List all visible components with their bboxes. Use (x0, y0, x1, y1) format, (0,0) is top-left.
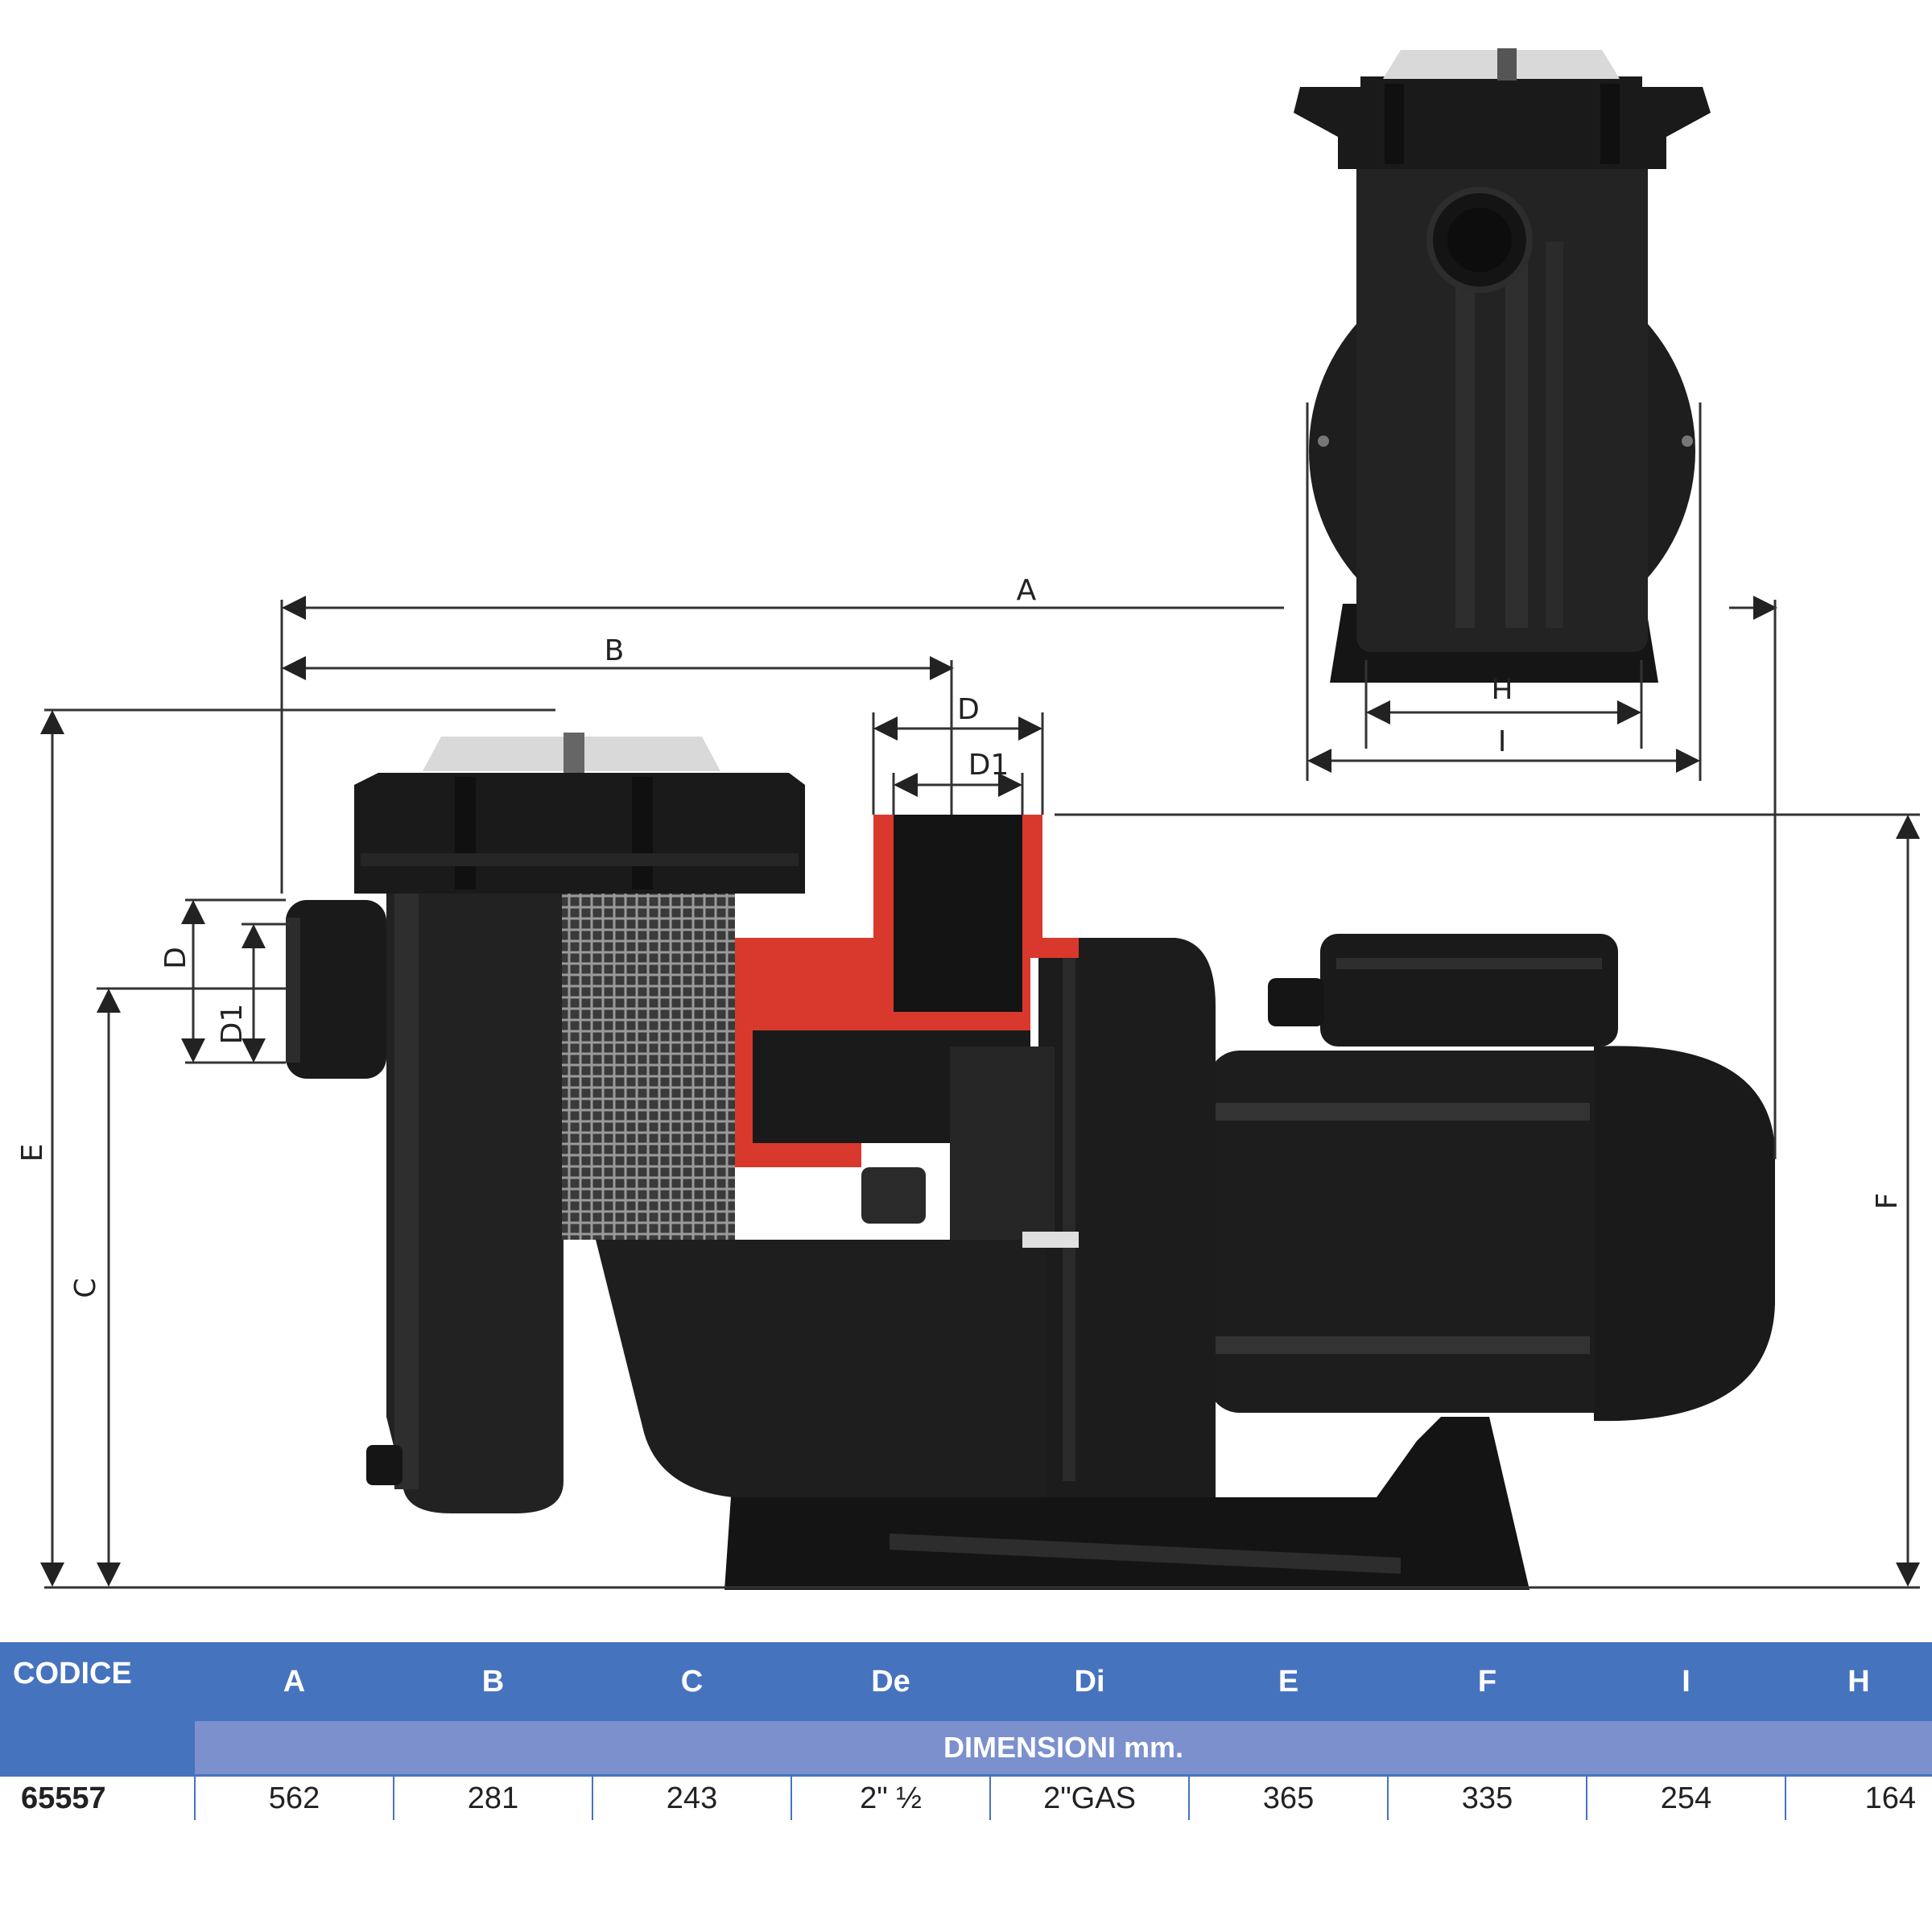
dimensions-table: CODICE A B C De Di E F I H DIMENSIONI mm… (0, 1642, 1932, 1820)
front-dimensions (1306, 402, 1702, 781)
value-Di: 2"GAS (989, 1774, 1189, 1820)
motor-end-cap (1594, 1046, 1775, 1422)
col-header-Di: Di (990, 1642, 1189, 1721)
front-lid-ring (1294, 76, 1711, 169)
pump-dimension-drawing: H I (16, 48, 1920, 1590)
value-H: 164 (1785, 1774, 1932, 1820)
lid-ring (354, 773, 805, 894)
table-header-row: CODICE A B C De Di E F I H (0, 1642, 1932, 1776)
table-row: 65557 562 281 243 2" ½ 2"GAS 365 335 254… (0, 1774, 1932, 1820)
value-F: 335 (1387, 1774, 1587, 1820)
dimensions-subheader: DIMENSIONI mm. (195, 1721, 1932, 1776)
dim-label-H: H (1491, 671, 1513, 704)
dim-label-D1-top: D1 (968, 749, 1009, 782)
dim-label-B: B (605, 634, 625, 667)
drain-plug (366, 1445, 402, 1485)
value-C: 243 (592, 1774, 791, 1820)
col-header-H: H (1785, 1642, 1932, 1721)
side-view (286, 733, 1775, 1590)
strainer-basket (562, 894, 735, 1240)
value-B: 281 (393, 1774, 592, 1820)
front-strainer-body (1356, 153, 1648, 652)
dim-label-C: C (69, 1278, 102, 1298)
code-header: CODICE (0, 1642, 195, 1776)
cable-gland (1268, 978, 1324, 1026)
dim-label-E: E (16, 1144, 49, 1162)
inlet-port (286, 900, 386, 1079)
value-A: 562 (194, 1774, 394, 1820)
col-header-A: A (195, 1642, 394, 1721)
col-header-C: C (592, 1642, 791, 1721)
col-header-E: E (1189, 1642, 1388, 1721)
motor-body (1208, 1051, 1626, 1413)
volute-housing (1038, 938, 1216, 1497)
dim-label-I: I (1498, 723, 1507, 756)
product-code: 65557 (0, 1774, 195, 1820)
front-view (1294, 48, 1711, 683)
dim-label-D1-left: D1 (216, 1004, 249, 1045)
dim-label-A: A (1017, 574, 1037, 607)
table-subheader-row: DIMENSIONI mm. (0, 1721, 1932, 1776)
value-De: 2" ½ (791, 1774, 990, 1820)
col-header-F: F (1388, 1642, 1587, 1721)
value-I: 254 (1586, 1774, 1785, 1820)
dim-label-F: F (1871, 1193, 1904, 1210)
value-E: 365 (1188, 1774, 1388, 1820)
side-dimensions (40, 596, 1920, 1589)
dim-label-D-left: D (159, 947, 192, 969)
col-header-I: I (1587, 1642, 1785, 1721)
col-header-B: B (394, 1642, 592, 1721)
dim-label-D-top: D (957, 693, 980, 726)
col-header-De: De (791, 1642, 990, 1721)
cutaway-section (735, 815, 1079, 1167)
strainer-body (386, 869, 564, 1513)
terminal-box (1320, 934, 1618, 1046)
